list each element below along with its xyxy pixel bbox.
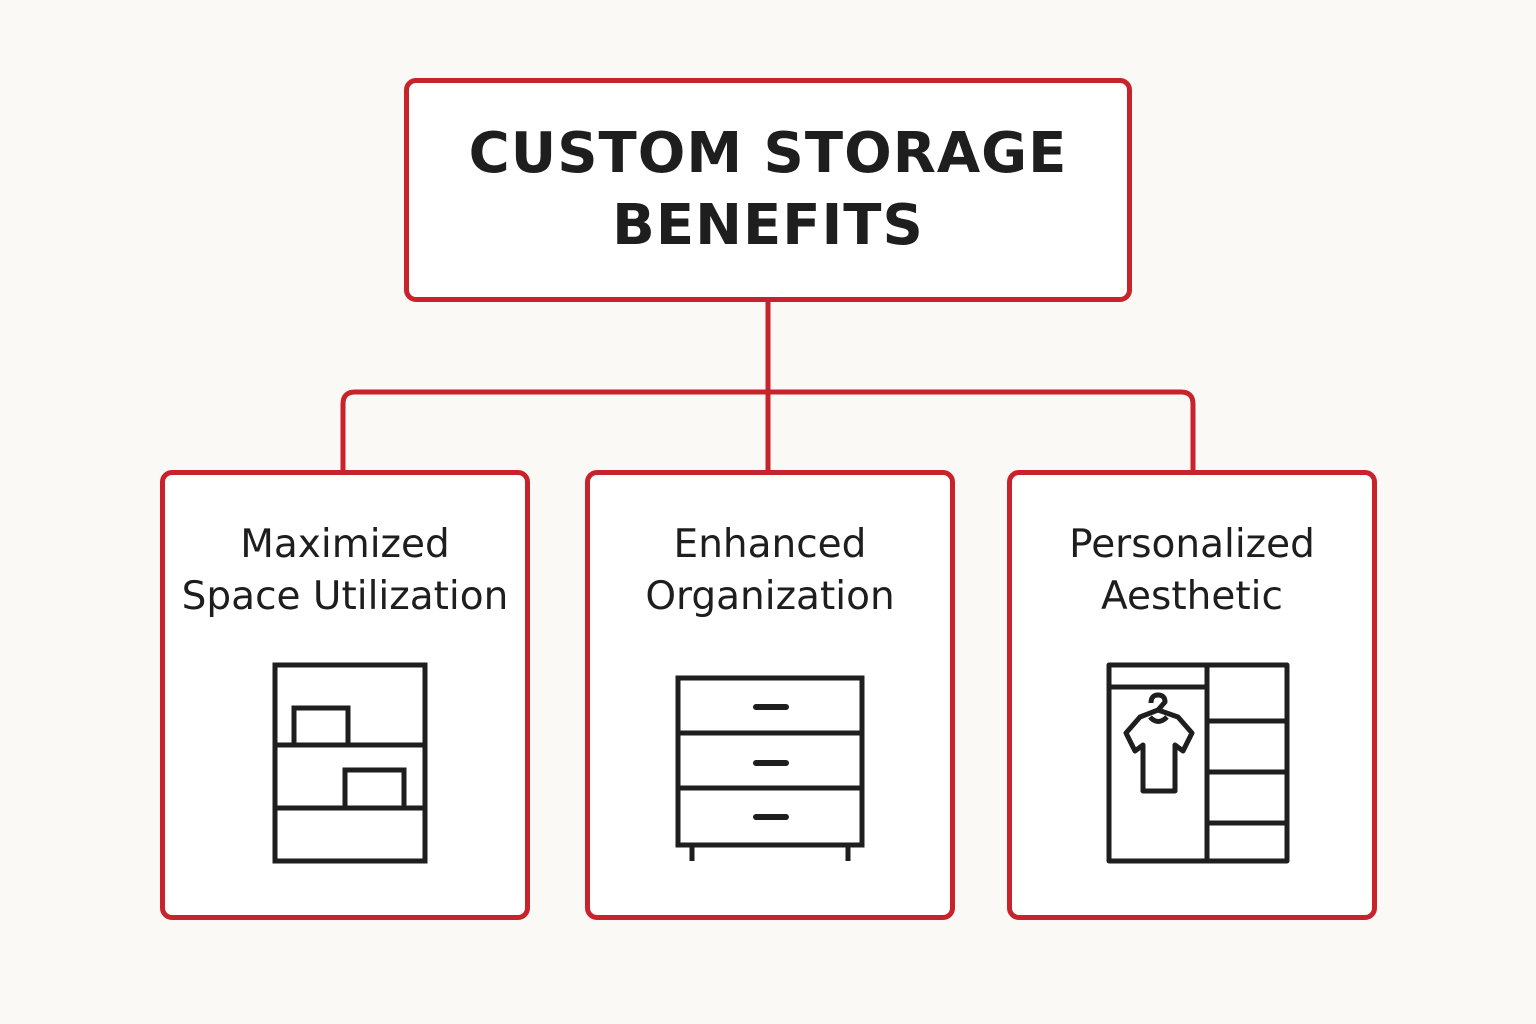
benefit-title-line-2: Space Utilization — [181, 574, 509, 619]
diagram-title-line-2: BENEFITS — [612, 193, 924, 258]
shelving-unit-icon — [272, 662, 428, 864]
benefit-title: Maximized Space Utilization — [165, 519, 525, 623]
title-box: CUSTOM STORAGE BENEFITS — [404, 78, 1132, 302]
benefit-title: Personalized Aesthetic — [1012, 519, 1372, 623]
connector-branch — [340, 389, 1196, 470]
wardrobe-icon — [1106, 662, 1290, 864]
benefit-card-space: Maximized Space Utilization — [160, 470, 530, 920]
benefit-card-aesthetic: Personalized Aesthetic — [1007, 470, 1377, 920]
benefit-card-organization: Enhanced Organization — [585, 470, 955, 920]
chest-of-drawers-icon — [675, 675, 865, 861]
benefit-title-line-1: Personalized — [1069, 522, 1315, 567]
diagram-title-line-1: CUSTOM STORAGE — [468, 121, 1068, 186]
benefit-title: Enhanced Organization — [590, 519, 950, 623]
benefit-title-line-1: Enhanced — [673, 522, 867, 567]
benefit-title-line-1: Maximized — [240, 522, 450, 567]
benefit-title-line-2: Aesthetic — [1101, 574, 1283, 619]
benefit-title-line-2: Organization — [645, 574, 895, 619]
